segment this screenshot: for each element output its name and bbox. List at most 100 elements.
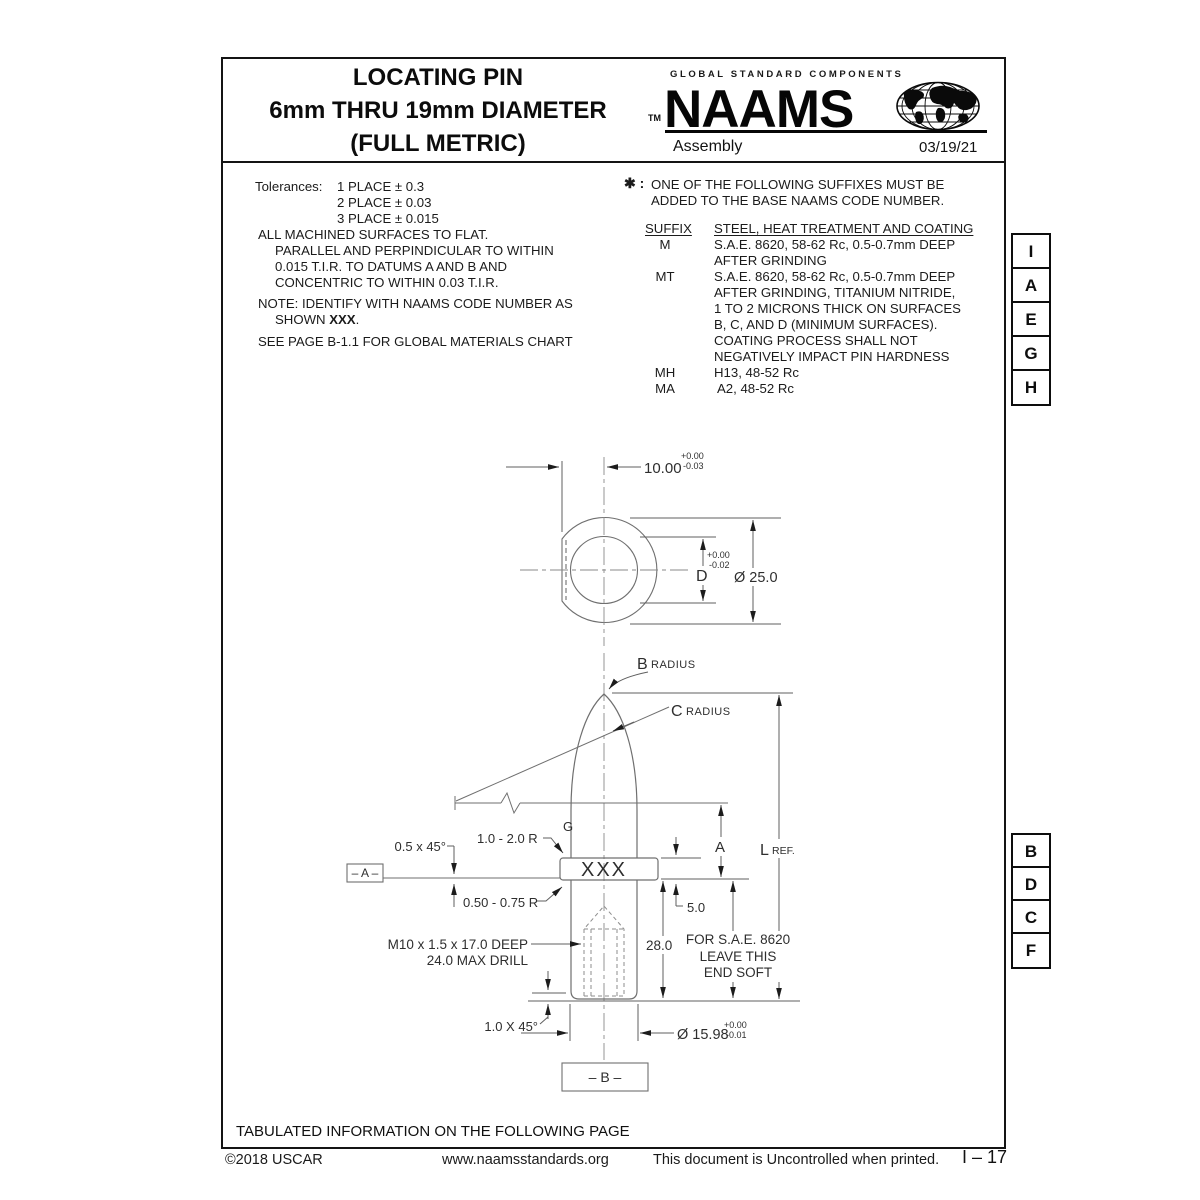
uncontrolled-note: This document is Uncontrolled when print… — [653, 1152, 940, 1168]
c-radius-letter: C — [671, 703, 683, 720]
brand-tagline: GLOBAL STANDARD COMPONENTS — [670, 69, 904, 80]
revision-date: 03/19/21 — [919, 139, 978, 156]
suffix-desc: AFTER GRINDING, TITANIUM NITRIDE, — [714, 285, 956, 300]
datum-a-box — [346, 863, 384, 883]
c-radius-word: RADIUS — [686, 706, 731, 718]
dim-width-tol-minus: -0.03 — [683, 461, 704, 471]
radius-construction — [454, 706, 728, 815]
datum-b-box — [561, 1062, 649, 1092]
dim-width: 10.00 — [644, 460, 682, 477]
soft-end-note-1: FOR S.A.E. 8620 — [686, 932, 790, 947]
suffix-column-header: SUFFIX — [645, 221, 692, 236]
pin-top-outline — [561, 516, 658, 624]
b-radius-leader — [608, 671, 649, 690]
suffix-desc: 1 TO 2 MICRONS THICK ON SURFACES — [714, 301, 961, 316]
treatment-column-header: STEEL, HEAT TREATMENT AND COATING — [714, 221, 974, 236]
tolerance-1: 1 PLACE ± 0.3 — [337, 179, 425, 194]
title-line-3: (FULL METRIC) — [350, 130, 526, 157]
dim-d-tol-minus: -0.02 — [709, 560, 730, 570]
page-number: I – 17 — [962, 1147, 1008, 1167]
g-surface-label: G — [563, 819, 573, 834]
margin-letter-H: H — [1011, 369, 1051, 406]
dim-outer-diameter: Ø 25.0 — [734, 570, 778, 586]
chamfer-bottom: 1.0 X 45° — [484, 1019, 538, 1034]
tolerance-3: 3 PLACE ± 0.015 — [337, 211, 439, 226]
datum-a-label: – A – — [352, 866, 379, 880]
identify-note-1: NOTE: IDENTIFY WITH NAAMS CODE NUMBER AS — [258, 296, 573, 311]
suffix-code: MT — [655, 269, 675, 284]
technical-drawing: 10.00 +0.00 -0.03 Ø 25.0 D +0.00 -0.02 X… — [330, 445, 800, 1100]
identify-note-prefix: SHOWN — [275, 312, 330, 327]
machined-note-2: PARALLEL AND PERPINDICULAR TO WITHIN — [275, 243, 554, 258]
b-radius-letter: B — [637, 656, 648, 673]
suffix-desc: S.A.E. 8620, 58-62 Rc, 0.5-0.7mm DEEP — [714, 269, 956, 284]
top-view-centerlines — [520, 457, 690, 646]
suffix-desc: A2, 48-52 Rc — [717, 381, 794, 396]
trademark-label: TM — [648, 113, 661, 123]
pin-flange — [559, 857, 659, 881]
document-border — [221, 57, 1006, 1149]
margin-letter-D: D — [1011, 866, 1051, 903]
suffix-code: M — [659, 237, 671, 252]
margin-letter-E: E — [1011, 301, 1051, 338]
side-view-outline — [559, 693, 659, 1000]
suffix-desc: S.A.E. 8620, 58-62 Rc, 0.5-0.7mm DEEP — [714, 237, 956, 252]
materials-chart-note: SEE PAGE B-1.1 FOR GLOBAL MATERIALS CHAR… — [258, 334, 573, 349]
tolerances-label: Tolerances: — [255, 179, 323, 194]
thread-callout-2: 24.0 MAX DRILL — [427, 953, 529, 968]
margin-letter-B: B — [1011, 833, 1051, 870]
website-link: www.naamsstandards.org — [442, 1152, 609, 1168]
datum-b-label: – B – — [589, 1069, 622, 1085]
asterisk-marker: ✱ : — [624, 175, 645, 191]
margin-letter-C: C — [1011, 899, 1051, 936]
l-ref-word: REF. — [772, 845, 795, 857]
thread-hidden-lines — [583, 905, 625, 997]
soft-end-note-3: END SOFT — [704, 965, 772, 980]
suffix-desc: AFTER GRINDING — [714, 253, 827, 268]
pin-shank — [570, 880, 638, 1000]
suffix-code: MH — [654, 365, 676, 380]
radius-bottom-callout: 0.50 - 0.75 R — [463, 895, 538, 910]
dim-d-tol-plus: +0.00 — [707, 550, 730, 560]
suffix-code: MA — [655, 381, 675, 396]
title-line-1: LOCATING PIN — [352, 64, 524, 91]
part-code: XXX — [581, 859, 627, 881]
suffix-note-1: ONE OF THE FOLLOWING SUFFIXES MUST BE — [651, 177, 945, 192]
c-radius-arrow — [612, 721, 635, 732]
chamfer-top: 0.5 x 45° — [395, 839, 446, 854]
suffix-desc: H13, 48-52 Rc — [714, 365, 800, 380]
flange-thickness: 5.0 — [687, 900, 705, 915]
margin-letter-I: I — [1011, 233, 1051, 270]
pin-nose-outline — [570, 693, 638, 858]
shank-length: 28.0 — [646, 938, 672, 953]
margin-letter-G: G — [1011, 335, 1051, 372]
suffix-note-2: ADDED TO THE BASE NAAMS CODE NUMBER. — [651, 193, 945, 208]
machined-note-1: ALL MACHINED SURFACES TO FLAT. — [258, 227, 489, 242]
dim-shank-tol-plus: +0.00 — [724, 1020, 747, 1030]
l-ref-letter: L — [760, 842, 769, 859]
suffix-desc: COATING PROCESS SHALL NOT — [714, 333, 918, 348]
brand-logo-text: NAAMS — [664, 80, 854, 139]
dim-width-tol-plus: +0.00 — [681, 451, 704, 461]
identify-note-2: SHOWN XXX. — [275, 312, 359, 328]
machined-note-3: 0.015 T.I.R. TO DATUMS A AND B AND — [275, 259, 508, 274]
identify-note-code: XXX — [329, 312, 356, 327]
header-divider — [221, 161, 1006, 163]
dim-shank-tol-minus: -0.01 — [726, 1030, 747, 1040]
brand-underline — [665, 130, 987, 133]
page-title: LOCATING PIN 6mm THRU 19mm DIAMETER (FUL… — [236, 61, 640, 160]
thread-callout-1: M10 x 1.5 x 17.0 DEEP — [388, 937, 528, 952]
top-view-dimensions — [506, 461, 781, 625]
globe-icon — [894, 80, 982, 137]
b-radius-word: RADIUS — [651, 659, 696, 671]
copyright: ©2018 USCAR — [225, 1152, 323, 1168]
top-view — [561, 516, 658, 624]
pin-top-diameter — [569, 535, 639, 605]
a-dim-label: A — [715, 839, 725, 856]
margin-letter-F: F — [1011, 932, 1051, 969]
radius-top-callout: 1.0 - 2.0 R — [477, 831, 538, 846]
identify-note-suffix: . — [355, 312, 360, 327]
brand-division: Assembly — [673, 138, 743, 155]
margin-letter-A: A — [1011, 267, 1051, 304]
